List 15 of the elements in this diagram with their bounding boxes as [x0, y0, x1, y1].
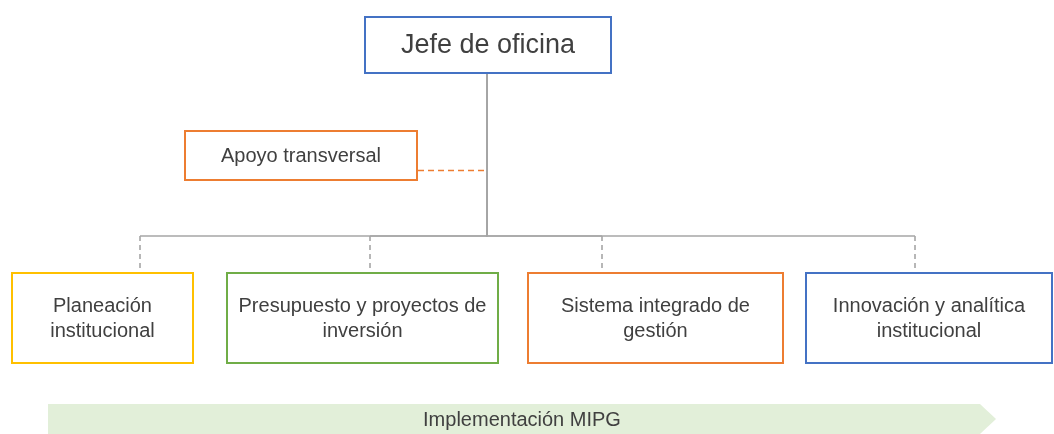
- node-label: Jefe de oficina: [399, 28, 577, 62]
- org-box: [226, 272, 499, 364]
- org-box: [527, 272, 784, 364]
- band-label: Implementación MIPG: [422, 406, 622, 432]
- org-box: [184, 130, 418, 181]
- node-label: Innovación y analítica institucional: [831, 293, 1027, 343]
- org-box: [364, 16, 612, 74]
- chevron-band: [48, 404, 996, 434]
- node-label: Sistema integrado de gestión: [560, 293, 751, 343]
- node-label: Presupuesto y proyectos de inversión: [237, 293, 488, 343]
- node-label: Planeación institucional: [49, 293, 156, 343]
- node-label: Apoyo transversal: [219, 143, 383, 168]
- connector-line: [417, 169, 487, 172]
- org-box: [805, 272, 1053, 364]
- org-box: [11, 272, 194, 364]
